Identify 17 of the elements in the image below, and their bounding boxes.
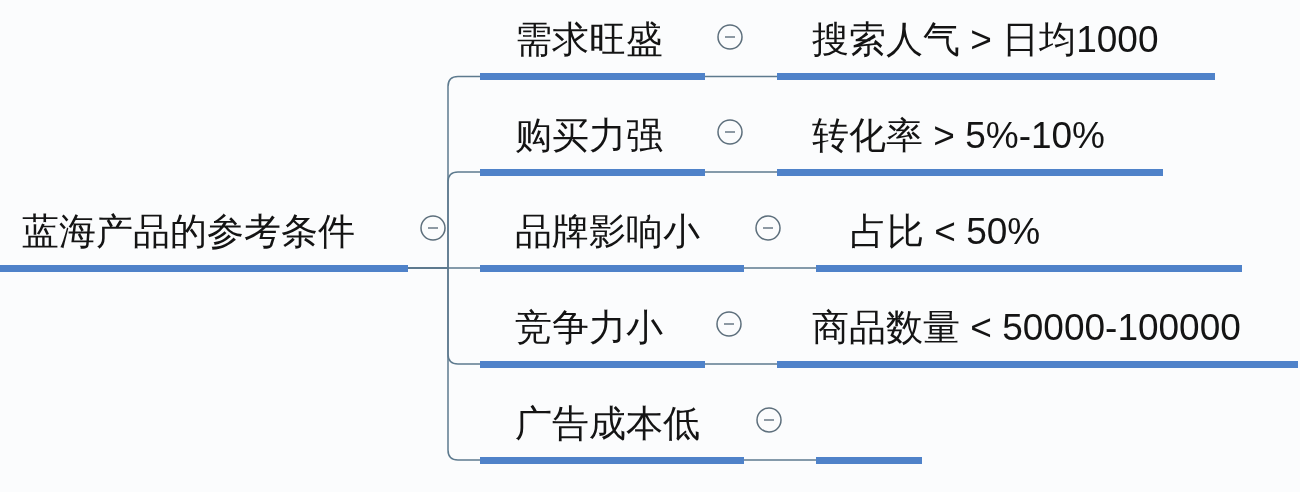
topic-text: 蓝海产品的参考条件 — [22, 209, 355, 254]
connector-line — [704, 75, 778, 78]
topic-text: 占比 < 50% — [850, 209, 1041, 254]
topic-text: 竞争力小 — [515, 305, 663, 350]
topic-text: 商品数量 < 50000-100000 — [812, 305, 1241, 350]
topic-text: 需求旺盛 — [515, 18, 663, 62]
topic-text: 广告成本低 — [515, 401, 700, 446]
topic-text: 品牌影响小 — [515, 209, 700, 254]
connector-line — [743, 267, 817, 269]
connector-line — [743, 459, 817, 461]
topic-bar — [816, 456, 922, 464]
topic-text: 搜索人气 > 日均1000 — [812, 18, 1159, 62]
connector-line — [407, 267, 481, 461]
topic-text: 购买力强 — [515, 113, 663, 158]
topic-text: 转化率 > 5%-10% — [812, 113, 1106, 158]
connector-line — [704, 171, 778, 173]
connector-line — [704, 363, 778, 365]
